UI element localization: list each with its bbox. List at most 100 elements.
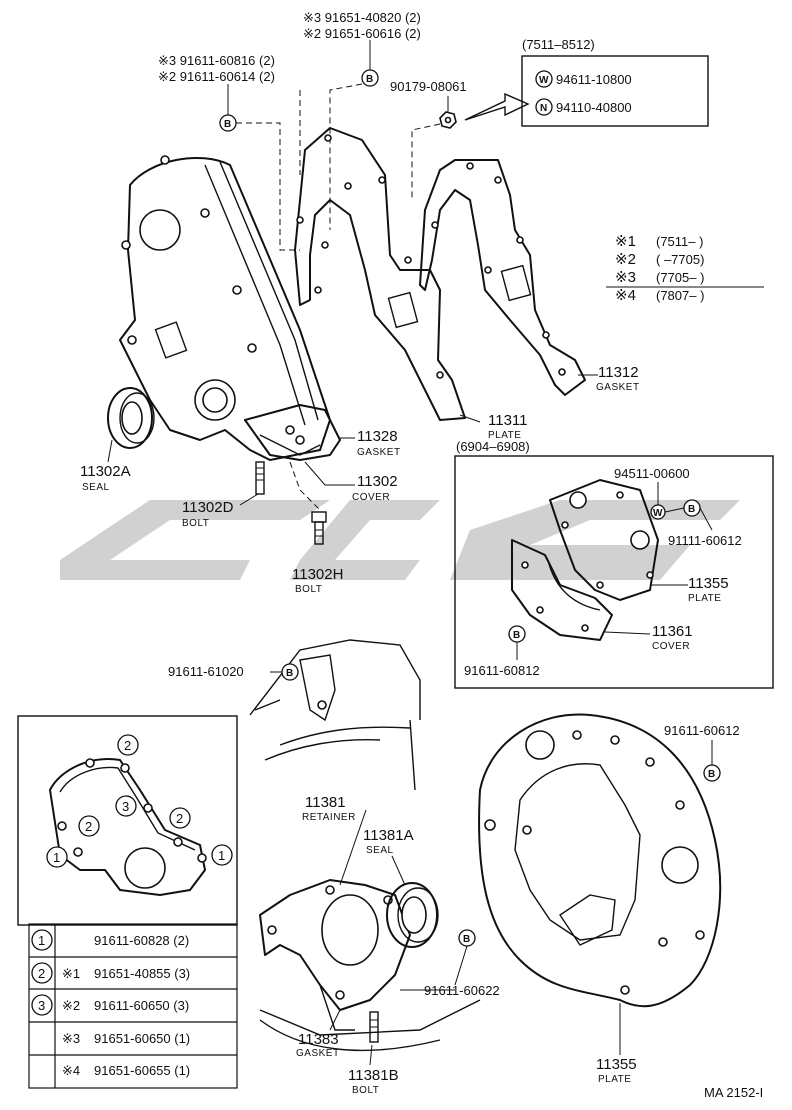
part-11361-name: COVER [652, 641, 690, 652]
svg-text:2: 2 [176, 811, 183, 826]
svg-text:W: W [653, 508, 663, 519]
svg-text:B: B [688, 504, 695, 515]
nut-part-label: 90179-08061 [390, 79, 467, 94]
range-box-title: (7511–8512) [522, 37, 595, 52]
legend-mark-1: ※1 [615, 233, 636, 250]
bolt-table-prefix-3: ※2 [62, 998, 80, 1013]
figure-code: MA 2152-I [704, 1085, 763, 1100]
svg-text:B: B [463, 934, 470, 945]
part-11381-name: RETAINER [302, 812, 356, 823]
range-box [521, 55, 709, 127]
callout-1-left: 1 [46, 846, 68, 868]
part-11302A-num: 11302A [80, 463, 131, 480]
svg-text:B: B [513, 630, 520, 641]
watermark-logo [60, 500, 740, 580]
left-bolt-label-2: ※2 91611-60614 (2) [158, 69, 275, 84]
svg-text:W: W [539, 75, 549, 86]
cover-bolt-location-drawing [49, 758, 207, 896]
inset-bottom-bolt: 91611-60812 [464, 663, 540, 678]
part-11355-name: PLATE [598, 1074, 631, 1085]
part-11381-num: 11381 [305, 794, 346, 811]
bolt-table-prefix-2: ※1 [62, 966, 80, 981]
part-11302A-name: SEAL [82, 482, 110, 493]
gasket-11328-drawing [244, 404, 341, 461]
svg-text:3: 3 [122, 799, 129, 814]
n-mark-icon: N [535, 98, 553, 116]
part-11381A-num: 11381A [363, 827, 414, 844]
engine-block-drawing [249, 639, 481, 1052]
part-11355-num: 11355 [596, 1056, 637, 1073]
part-11302-num: 11302 [357, 473, 398, 490]
bolt-11302D-drawing [255, 461, 265, 495]
bolt-11381B-drawing [369, 1011, 379, 1043]
part-11381A-name: SEAL [366, 845, 394, 856]
range-n-part: 94110-40800 [556, 100, 632, 115]
bolt-table-part-3: 91611-60650 (3) [94, 998, 189, 1013]
part-11302-name: COVER [352, 492, 390, 503]
range-w-part: 94611-10800 [556, 72, 632, 87]
b-mark-plate: B [703, 764, 721, 782]
callout-3: 3 [115, 795, 137, 817]
part-11383-num: 11383 [298, 1031, 339, 1048]
b-mark-seal: B [458, 929, 476, 947]
legend-range-2: ( –7705) [656, 252, 704, 267]
bolt-table: 1 91611-60828 (2) 2 ※1 91651-40855 (3) 3… [28, 923, 238, 1089]
callout-2-left: 2 [78, 815, 100, 837]
retainer-bolt2-label: 91611-60622 [424, 983, 500, 998]
part-11381B-num: 11381B [348, 1067, 399, 1084]
inset-washer-part: 94511-00600 [614, 466, 690, 481]
retainer-bolt-label: 91611-61020 [168, 664, 244, 679]
nut-icon [439, 111, 457, 129]
inset-bolt-part: 91111-60612 [668, 533, 742, 548]
legend-range-4: (7807– ) [656, 288, 704, 303]
plate-bolt-label: 91611-60612 [664, 723, 740, 738]
arrow-icon [464, 92, 530, 121]
svg-text:N: N [540, 103, 547, 114]
b-mark-top: B [361, 69, 379, 87]
part-11361-num: 11361 [652, 623, 693, 640]
seal-11381A-drawing [386, 882, 439, 948]
svg-text:2: 2 [124, 738, 131, 753]
cover-11361-inset-drawing [511, 539, 613, 641]
svg-text:B: B [224, 119, 231, 130]
bolt-table-part-4: 91651-60650 (1) [94, 1031, 190, 1046]
bolt-table-prefix-4: ※3 [62, 1031, 80, 1046]
part-11312-num: 11312 [598, 364, 639, 381]
part-11302H-name: BOLT [295, 584, 322, 595]
legend-mark-2: ※2 [615, 251, 636, 268]
part-11312-name: GASKET [596, 382, 640, 393]
top-bolt-label-2: ※2 91651-60616 (2) [303, 26, 421, 41]
part-11302D-num: 11302D [182, 499, 234, 516]
svg-text:B: B [708, 769, 715, 780]
b-mark-inset: B [683, 499, 701, 517]
part-11381B-name: BOLT [352, 1085, 379, 1096]
part-11355-inset-num: 11355 [688, 575, 729, 592]
bolt-table-prefix-5: ※4 [62, 1063, 80, 1078]
plate-11355-drawing [478, 713, 722, 1008]
callout-2-top: 2 [117, 734, 139, 756]
seal-11302A-drawing [107, 387, 155, 449]
part-11311-num: 11311 [488, 412, 528, 429]
left-bolt-label-1: ※3 91611-60816 (2) [158, 53, 275, 68]
part-11355-inset-name: PLATE [688, 593, 721, 604]
legend-mark-4: ※4 [615, 287, 636, 304]
b-mark-left: B [219, 114, 237, 132]
gasket-11312-drawing [419, 159, 586, 396]
callout-1-right: 1 [211, 844, 233, 866]
bolt-table-part-2: 91651-40855 (3) [94, 966, 190, 981]
svg-text:B: B [366, 74, 373, 85]
legend-range-3: (7705– ) [656, 270, 704, 285]
w-mark-icon: W [535, 70, 553, 88]
bolt-location-box [17, 715, 238, 926]
bolt-table-id-3: 3 [38, 998, 45, 1013]
b-mark-retainer: B [281, 663, 299, 681]
part-11328-name: GASKET [357, 447, 401, 458]
bolt-table-id-1: 1 [38, 933, 45, 948]
timing-cover-drawing [119, 155, 331, 461]
callout-2-right: 2 [169, 807, 191, 829]
bolt-11302H-drawing [311, 511, 327, 545]
bolt-table-id-2: 2 [38, 966, 45, 981]
part-11311-name: PLATE [488, 430, 521, 441]
part-11328-num: 11328 [357, 428, 398, 445]
